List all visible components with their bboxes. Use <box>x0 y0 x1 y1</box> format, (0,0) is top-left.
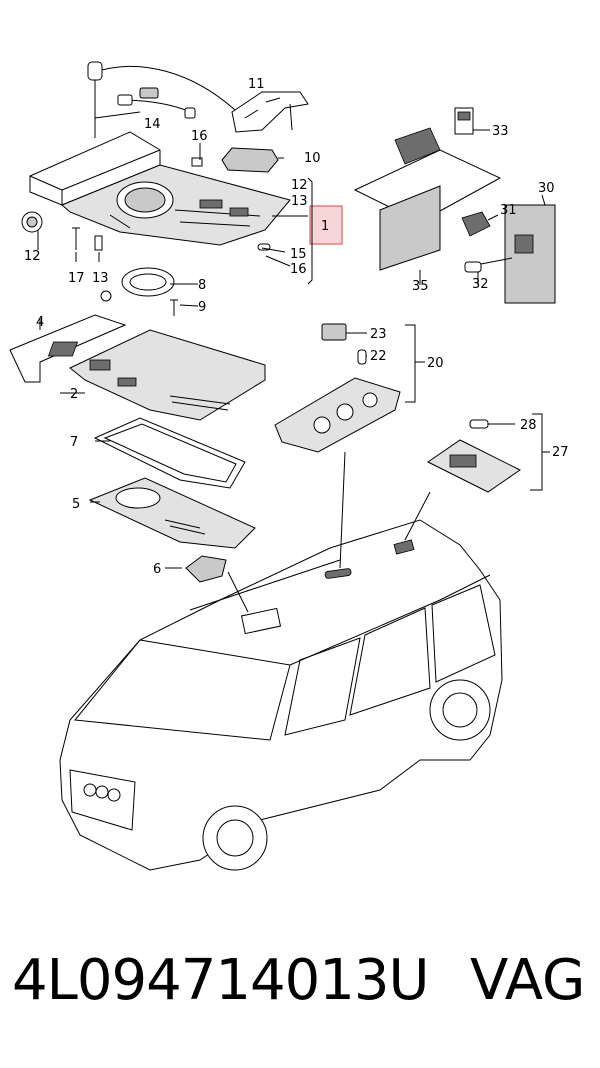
callout-31: 31 <box>500 203 517 218</box>
brand-name: VAG <box>470 948 586 1013</box>
lamp-23 <box>321 323 347 341</box>
callout-17: 17 <box>68 271 85 286</box>
gasket-7 <box>93 417 246 489</box>
callout-2: 2 <box>70 387 78 402</box>
callout-35: 35 <box>412 279 429 294</box>
roof-marker-front <box>240 607 282 635</box>
callout-11: 11 <box>248 77 265 92</box>
part-number: 4L094714013U <box>12 948 429 1013</box>
callout-13-right: 13 <box>291 194 308 209</box>
parts-diagram: 1 2 4 5 6 7 8 9 10 11 12 12 13 13 14 15 … <box>9 61 569 871</box>
highlight-box-1 <box>309 205 343 245</box>
callout-28: 28 <box>520 418 537 433</box>
callout-33: 33 <box>492 124 509 139</box>
bracket-11 <box>231 91 309 133</box>
callout-16-bottom: 16 <box>290 262 307 277</box>
callout-8: 8 <box>198 278 206 293</box>
reading-lamp-group <box>274 323 550 493</box>
sensor-plug <box>87 61 103 81</box>
box-30 <box>504 204 556 304</box>
callout-6: 6 <box>153 562 161 577</box>
callout-30: 30 <box>538 181 555 196</box>
callout-22: 22 <box>370 349 387 364</box>
panel-2 <box>69 329 266 421</box>
callout-9: 9 <box>198 300 206 315</box>
front-wheel <box>202 805 268 871</box>
car-illustration <box>59 451 503 871</box>
car-body <box>59 519 503 871</box>
callout-14: 14 <box>144 117 161 132</box>
right-modules <box>353 107 556 304</box>
trim-panels <box>9 314 266 583</box>
callout-23: 23 <box>370 327 387 342</box>
callout-1: 1 <box>321 219 329 234</box>
ring-8 <box>121 267 175 297</box>
roof-marker-rear <box>393 539 415 555</box>
callout-12-left: 12 <box>24 249 41 264</box>
callout-32: 32 <box>472 277 489 292</box>
callout-labels: 1 2 4 5 6 7 8 9 10 11 12 12 13 13 14 15 … <box>24 77 569 577</box>
rear-wheel <box>429 679 491 741</box>
roof-console-assembly <box>21 61 309 316</box>
callout-5: 5 <box>72 497 80 512</box>
callout-13-left: 13 <box>92 271 109 286</box>
callout-20: 20 <box>427 356 444 371</box>
bulb-22 <box>357 349 367 365</box>
callout-16-top: 16 <box>191 129 208 144</box>
lamp-6 <box>185 555 227 583</box>
clip-31 <box>461 211 491 237</box>
light-10 <box>221 147 279 173</box>
callout-4: 4 <box>36 315 44 330</box>
callout-15: 15 <box>290 247 307 262</box>
callout-7: 7 <box>70 435 78 450</box>
callout-27: 27 <box>552 445 569 460</box>
roof-marker-middle <box>324 568 352 579</box>
callout-10: 10 <box>304 151 321 166</box>
bulb-28 <box>469 419 489 429</box>
callout-12-right: 12 <box>291 178 308 193</box>
